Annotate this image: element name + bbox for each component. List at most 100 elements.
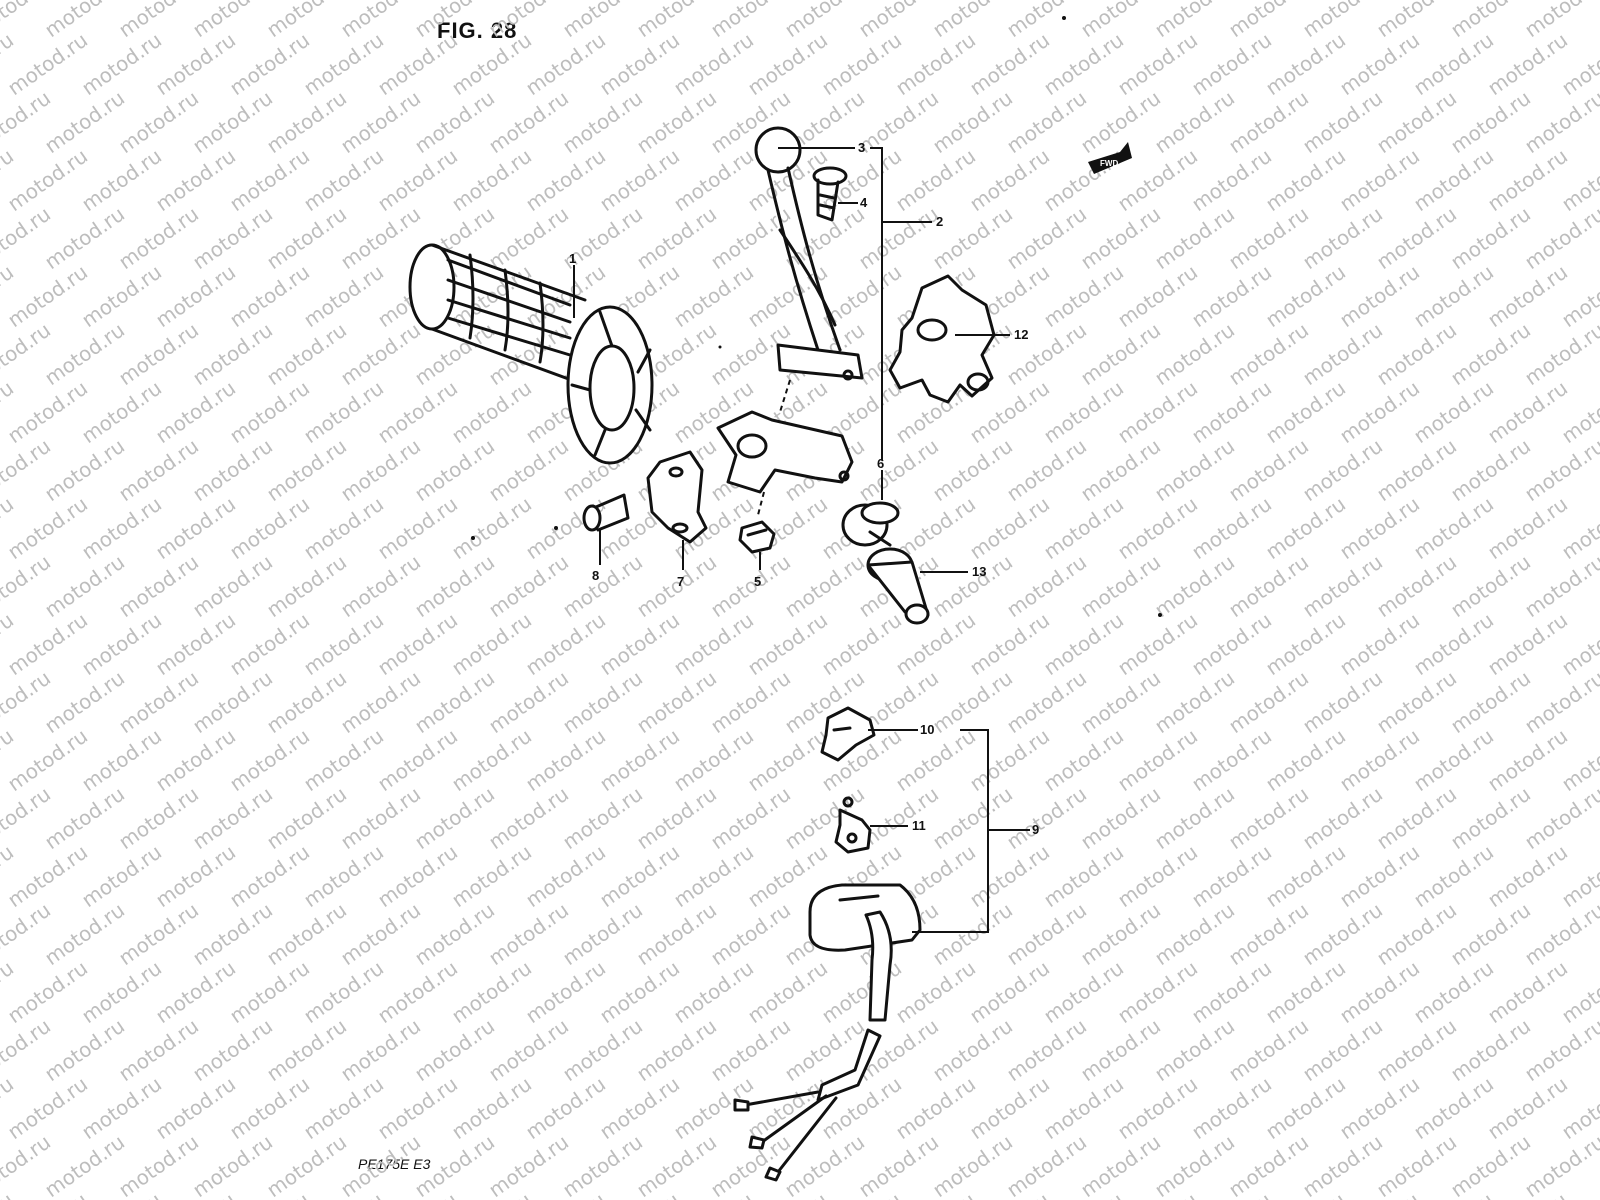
watermark-text: motod.ru xyxy=(373,376,462,448)
watermark-text: motod.ru xyxy=(817,608,906,680)
watermark-text: motod.ru xyxy=(558,782,647,854)
callout-5: 5 xyxy=(754,574,761,589)
watermark-text: motod.ru xyxy=(447,840,536,912)
watermark-text: motod.ru xyxy=(373,840,462,912)
watermark-text: motod.ru xyxy=(3,376,92,448)
watermark-text: motod.ru xyxy=(1594,0,1600,42)
svg-text:FWD: FWD xyxy=(1100,159,1118,168)
watermark-text: motod.ru xyxy=(1409,956,1498,1028)
watermark-text: motod.ru xyxy=(1076,782,1165,854)
watermark-text: motod.ru xyxy=(1261,956,1350,1028)
watermark-text: motod.ru xyxy=(521,840,610,912)
part-5-nut xyxy=(738,520,776,554)
watermark-text: motod.ru xyxy=(373,956,462,1028)
watermark-text: motod.ru xyxy=(484,550,573,622)
watermark-text: motod.ru xyxy=(225,144,314,216)
part-4-bolt xyxy=(812,166,848,222)
watermark-text: motod.ru xyxy=(1187,492,1276,564)
watermark-text: motod.ru xyxy=(1224,318,1313,390)
watermark-text: motod.ru xyxy=(891,608,980,680)
watermark-text: motod.ru xyxy=(1224,666,1313,738)
watermark-text: motod.ru xyxy=(669,956,758,1028)
watermark-text: motod.ru xyxy=(1002,550,1091,622)
watermark-text: motod.ru xyxy=(1335,840,1424,912)
watermark-text: motod.ru xyxy=(706,898,795,970)
watermark-text: motod.ru xyxy=(965,956,1054,1028)
watermark-text: motod.ru xyxy=(373,724,462,796)
watermark-text: motod.ru xyxy=(484,1130,573,1200)
watermark-text: motod.ru xyxy=(262,782,351,854)
watermark-text: motod.ru xyxy=(410,666,499,738)
watermark-text: motod.ru xyxy=(447,608,536,680)
watermark-text: motod.ru xyxy=(40,318,129,390)
watermark-text: motod.ru xyxy=(854,434,943,506)
watermark-text: motod.ru xyxy=(77,144,166,216)
watermark-text: motod.ru xyxy=(1002,434,1091,506)
watermark-text: motod.ru xyxy=(1298,666,1387,738)
watermark-text: motod.ru xyxy=(484,666,573,738)
watermark-text: motod.ru xyxy=(1483,956,1572,1028)
watermark-text: motod.ru xyxy=(1187,1072,1276,1144)
watermark-text: motod.ru xyxy=(1187,376,1276,448)
watermark-text: motod.ru xyxy=(1150,782,1239,854)
watermark-text: motod.ru xyxy=(410,550,499,622)
watermark-text: motod.ru xyxy=(151,144,240,216)
watermark-text: motod.ru xyxy=(1520,1130,1600,1200)
watermark-text: motod.ru xyxy=(1076,666,1165,738)
watermark-text: motod.ru xyxy=(1076,434,1165,506)
watermark-text: motod.ru xyxy=(151,492,240,564)
watermark-text: motod.ru xyxy=(1261,492,1350,564)
watermark-text: motod.ru xyxy=(1446,202,1535,274)
watermark-text: motod.ru xyxy=(1261,28,1350,100)
watermark-text: motod.ru xyxy=(1409,260,1498,332)
part-7-clamp xyxy=(646,450,708,544)
watermark-text: motod.ru xyxy=(1409,724,1498,796)
watermark-text: motod.ru xyxy=(669,260,758,332)
watermark-text: motod.ru xyxy=(965,492,1054,564)
watermark-text: motod.ru xyxy=(299,376,388,448)
callout-6: 6 xyxy=(877,456,884,471)
watermark-text: motod.ru xyxy=(1002,1014,1091,1086)
print-specks xyxy=(471,16,1162,617)
figure-title: FIG. 28 xyxy=(437,18,518,43)
watermark-text: motod.ru xyxy=(1261,260,1350,332)
watermark-text: motod.ru xyxy=(1446,86,1535,158)
watermark-text: motod.ru xyxy=(1372,550,1461,622)
watermark-text: motod.ru xyxy=(1261,376,1350,448)
watermark-text: motod.ru xyxy=(77,608,166,680)
watermark-text: motod.ru xyxy=(1446,434,1535,506)
watermark-text: motod.ru xyxy=(114,434,203,506)
watermark-text: motod.ru xyxy=(1002,898,1091,970)
watermark-text: motod.ru xyxy=(1298,318,1387,390)
watermark-text: motod.ru xyxy=(1483,608,1572,680)
callout-13: 13 xyxy=(972,564,986,579)
watermark-text: motod.ru xyxy=(40,666,129,738)
watermark-text: motod.ru xyxy=(188,898,277,970)
watermark-text: motod.ru xyxy=(558,666,647,738)
watermark-text: motod.ru xyxy=(1298,86,1387,158)
watermark-text: motod.ru xyxy=(114,86,203,158)
watermark-text: motod.ru xyxy=(965,144,1054,216)
watermark-text: motod.ru xyxy=(1372,782,1461,854)
watermark-text: motod.ru xyxy=(1076,318,1165,390)
watermark-text: motod.ru xyxy=(1409,608,1498,680)
watermark-text: motod.ru xyxy=(1372,898,1461,970)
watermark-text: motod.ru xyxy=(1039,1072,1128,1144)
watermark-text: motod.ru xyxy=(410,1014,499,1086)
watermark-text: motod.ru xyxy=(1187,28,1276,100)
watermark-text: motod.ru xyxy=(1150,666,1239,738)
watermark-text: motod.ru xyxy=(1113,260,1202,332)
callout-11: 11 xyxy=(912,818,926,833)
watermark-text: motod.ru xyxy=(928,1014,1017,1086)
watermark-text: motod.ru xyxy=(1335,1072,1424,1144)
watermark-text: motod.ru xyxy=(1113,956,1202,1028)
watermark-text: motod.ru xyxy=(1372,666,1461,738)
watermark-text: motod.ru xyxy=(225,724,314,796)
watermark-text: motod.ru xyxy=(77,1072,166,1144)
part-6-adjuster xyxy=(841,501,900,547)
watermark-text: motod.ru xyxy=(299,144,388,216)
watermark-text: motod.ru xyxy=(447,376,536,448)
watermark-text: motod.ru xyxy=(558,1014,647,1086)
watermark-text: motod.ru xyxy=(1113,28,1202,100)
